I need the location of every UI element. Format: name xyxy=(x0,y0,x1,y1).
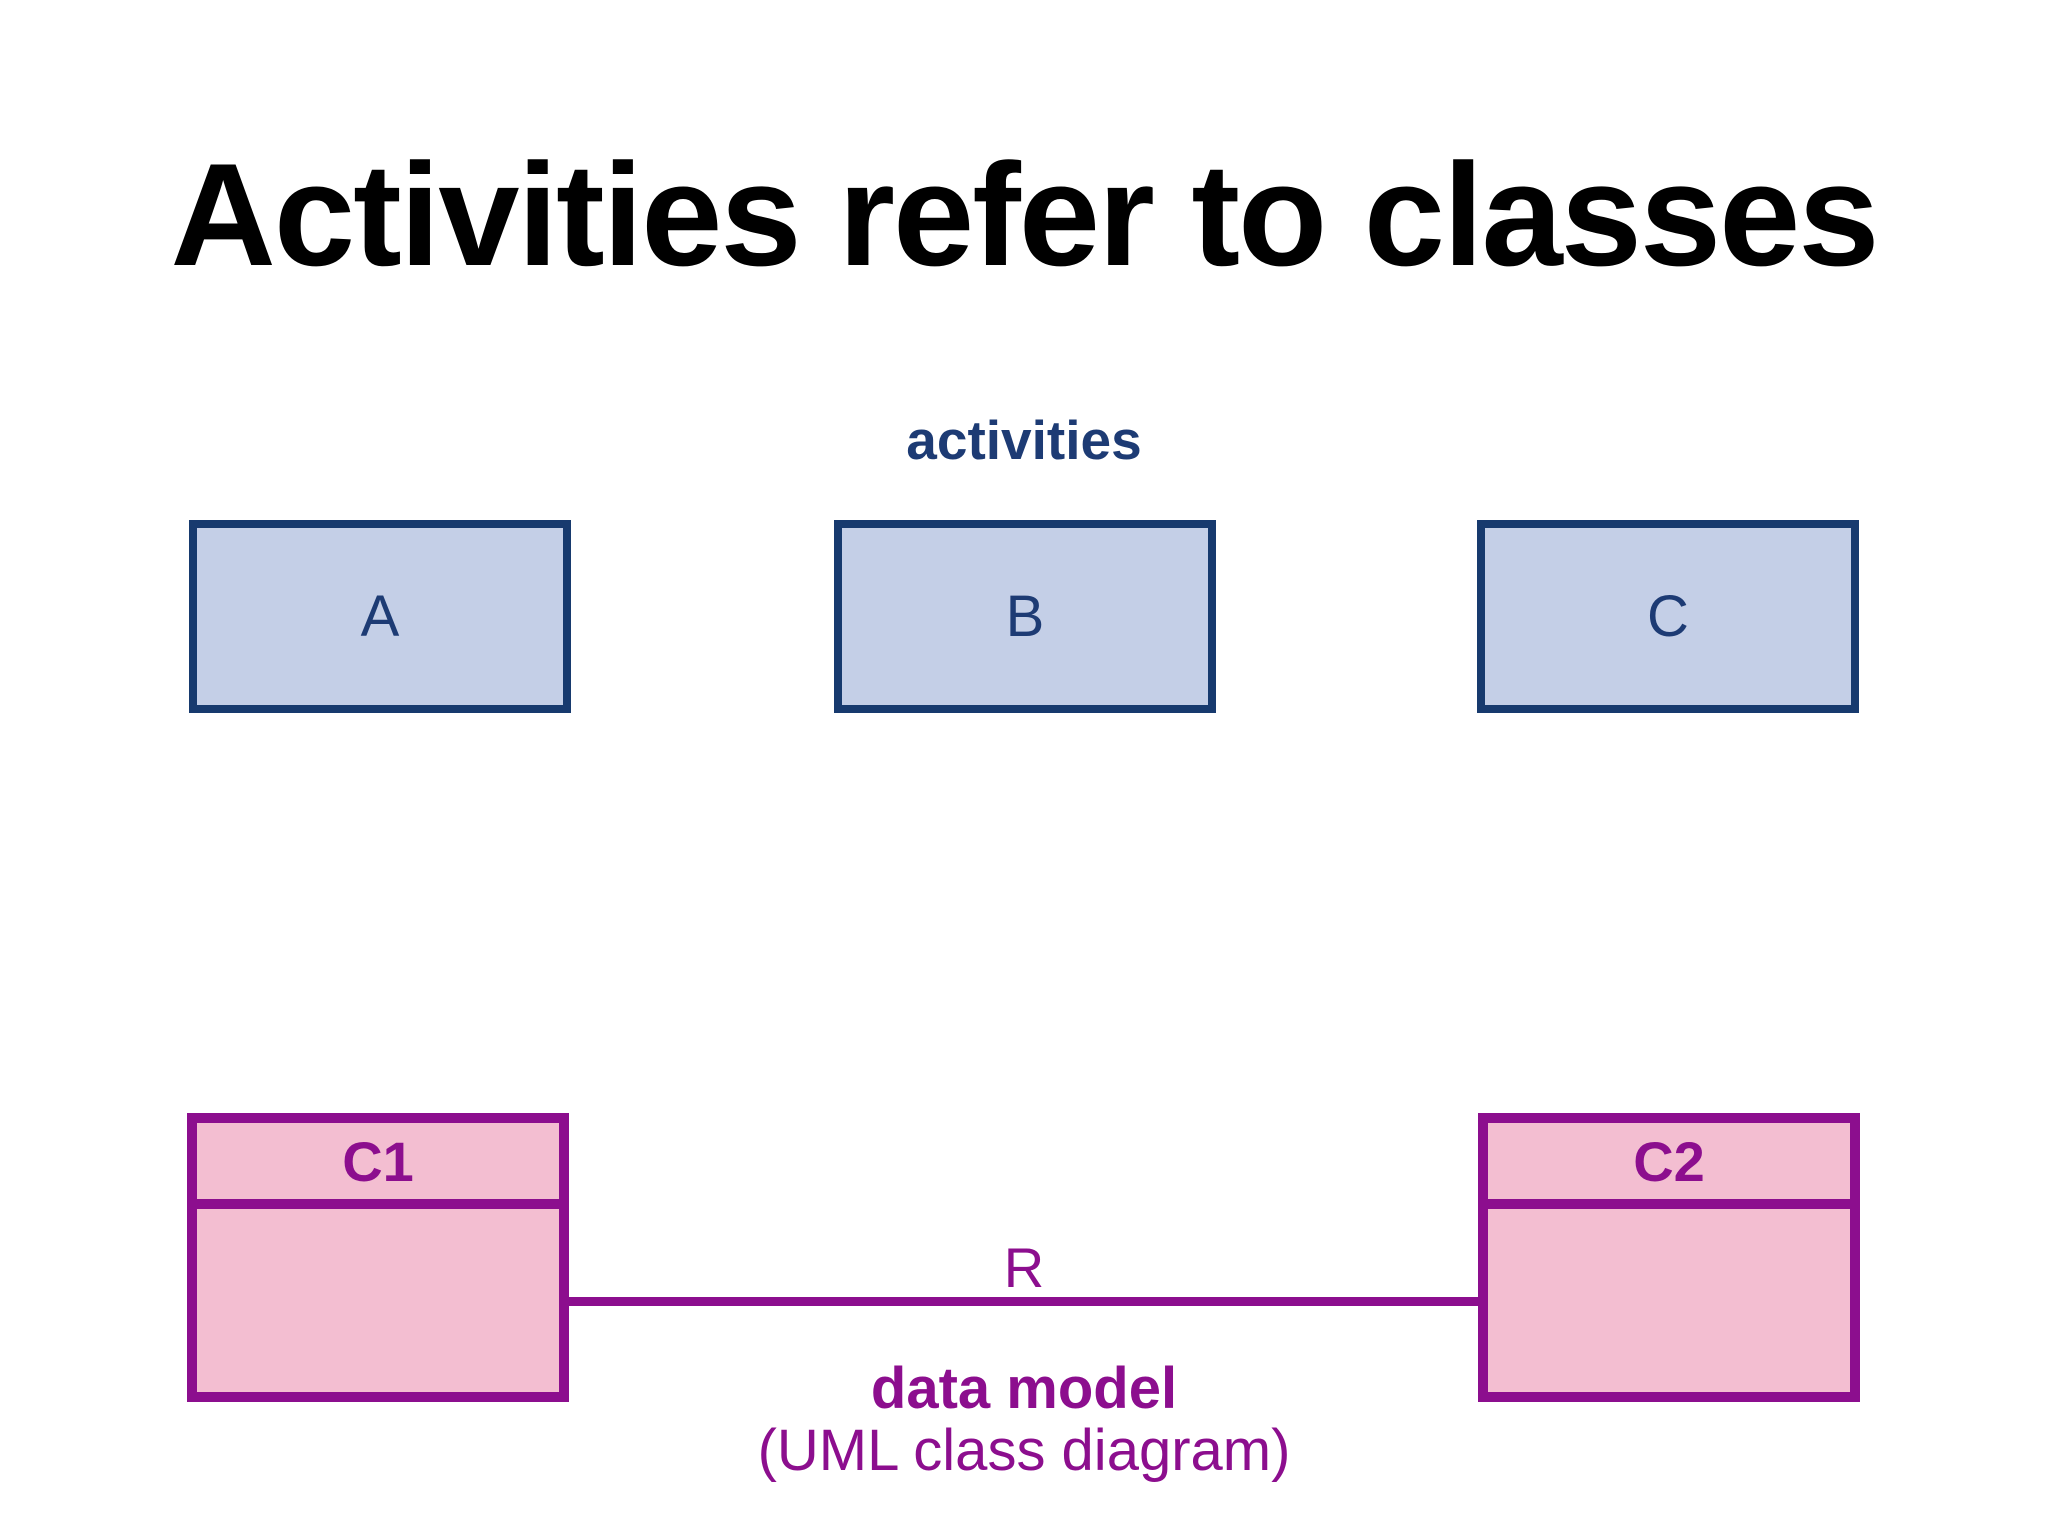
uml-class-box-C2: C2 xyxy=(1478,1113,1860,1402)
activity-box-label: A xyxy=(360,584,400,649)
uml-class-name: C1 xyxy=(342,1129,414,1193)
uml-class-name: C2 xyxy=(1633,1129,1705,1193)
association-line xyxy=(569,1297,1478,1306)
uml-class-name-compartment: C1 xyxy=(197,1123,559,1209)
activity-box-C: C xyxy=(1477,520,1859,713)
caption-line-uml-class-diagram: (UML class diagram) xyxy=(757,1418,1291,1483)
uml-class-name-compartment: C2 xyxy=(1488,1123,1850,1209)
caption-line-data-model: data model xyxy=(870,1356,1178,1421)
association-label: R xyxy=(1003,1236,1045,1299)
slide-title: Activities refer to classes xyxy=(170,133,1879,296)
activities-section-label: activities xyxy=(906,409,1142,471)
activity-box-label: C xyxy=(1647,584,1689,649)
activity-box-B: B xyxy=(834,520,1216,713)
activity-box-label: B xyxy=(1005,584,1045,649)
activity-box-A: A xyxy=(189,520,571,713)
data-model-caption: data model (UML class diagram) xyxy=(0,1358,2048,1482)
uml-class-box-C1: C1 xyxy=(187,1113,569,1402)
